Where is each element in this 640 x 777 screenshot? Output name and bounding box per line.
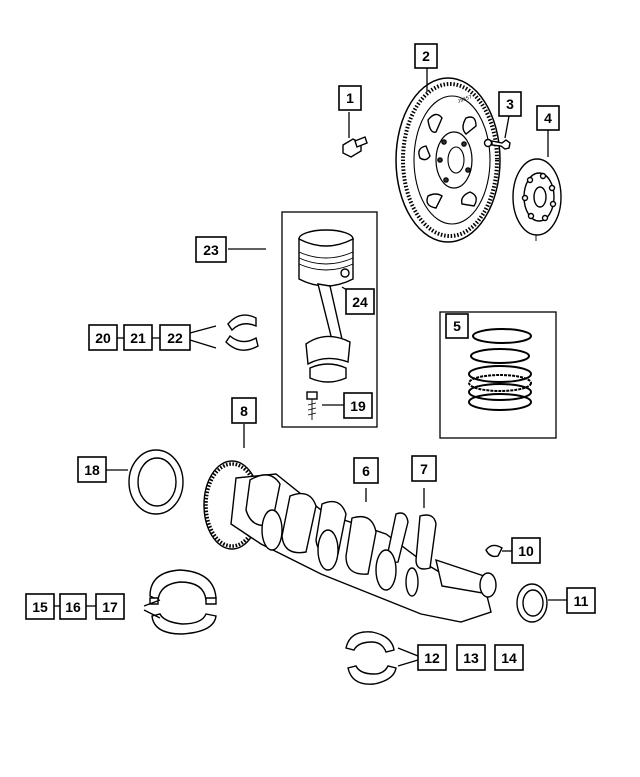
flexplate-2: J8857 bbox=[395, 77, 501, 243]
piston-rings-frame bbox=[439, 311, 557, 439]
svg-text:3: 3 bbox=[506, 96, 514, 112]
key-10 bbox=[485, 544, 503, 558]
rod-bearing-22 bbox=[225, 314, 259, 351]
callout-24: 24 bbox=[345, 288, 375, 315]
svg-text:10: 10 bbox=[518, 543, 534, 559]
callout-14: 14 bbox=[494, 644, 524, 671]
svg-text:18: 18 bbox=[84, 462, 100, 478]
piston-assembly-frame bbox=[281, 211, 378, 428]
svg-text:12: 12 bbox=[424, 650, 440, 666]
crankshaft-8 bbox=[203, 460, 497, 623]
callout-1: 1 bbox=[338, 85, 362, 111]
svg-text:6: 6 bbox=[362, 463, 370, 479]
bearing-12 bbox=[345, 631, 397, 685]
svg-text:20: 20 bbox=[95, 330, 111, 346]
callout-16: 16 bbox=[59, 593, 87, 620]
svg-text:13: 13 bbox=[463, 650, 479, 666]
callout-5: 5 bbox=[445, 313, 469, 339]
svg-text:11: 11 bbox=[574, 593, 589, 609]
rear-seal-18 bbox=[128, 449, 184, 515]
flywheel-stamp: J8857 bbox=[457, 94, 473, 105]
callout-17: 17 bbox=[95, 593, 125, 620]
svg-text:15: 15 bbox=[32, 599, 48, 615]
svg-text:8: 8 bbox=[240, 403, 248, 419]
svg-text:4: 4 bbox=[544, 110, 552, 126]
front-seal-11 bbox=[516, 583, 548, 623]
callout-3: 3 bbox=[498, 91, 522, 117]
callout-11: 11 bbox=[566, 587, 596, 614]
callout-2: 2 bbox=[414, 43, 438, 69]
bolt-1 bbox=[342, 136, 368, 158]
svg-text:16: 16 bbox=[65, 599, 81, 615]
svg-text:22: 22 bbox=[167, 330, 183, 346]
callout-12: 12 bbox=[417, 644, 447, 671]
callout-7: 7 bbox=[411, 455, 437, 482]
callout-23: 23 bbox=[195, 236, 227, 263]
svg-text:2: 2 bbox=[422, 48, 430, 64]
callout-6: 6 bbox=[353, 457, 379, 484]
bolt-19 bbox=[306, 391, 318, 420]
piston-rings-5 bbox=[468, 328, 532, 411]
svg-text:21: 21 bbox=[130, 330, 146, 346]
svg-text:1: 1 bbox=[346, 90, 354, 106]
plate-4 bbox=[512, 158, 562, 241]
callout-20: 20 bbox=[88, 324, 118, 351]
callout-4: 4 bbox=[536, 105, 560, 131]
callout-10: 10 bbox=[511, 537, 541, 564]
svg-text:5: 5 bbox=[453, 318, 461, 334]
bolt-3 bbox=[483, 138, 511, 150]
main-bearing-17 bbox=[149, 569, 217, 635]
callout-15: 15 bbox=[25, 593, 55, 620]
svg-text:17: 17 bbox=[102, 599, 118, 615]
svg-text:23: 23 bbox=[203, 242, 219, 258]
svg-text:19: 19 bbox=[350, 398, 366, 414]
callout-8: 8 bbox=[231, 397, 257, 424]
svg-text:14: 14 bbox=[501, 650, 517, 666]
svg-text:7: 7 bbox=[420, 461, 428, 477]
callout-19: 19 bbox=[343, 392, 373, 419]
piston-24 bbox=[298, 229, 354, 383]
callout-21: 21 bbox=[123, 324, 153, 351]
callout-18: 18 bbox=[77, 456, 107, 483]
callout-13: 13 bbox=[456, 644, 486, 671]
svg-text:24: 24 bbox=[352, 294, 368, 310]
callout-22: 22 bbox=[159, 324, 191, 351]
